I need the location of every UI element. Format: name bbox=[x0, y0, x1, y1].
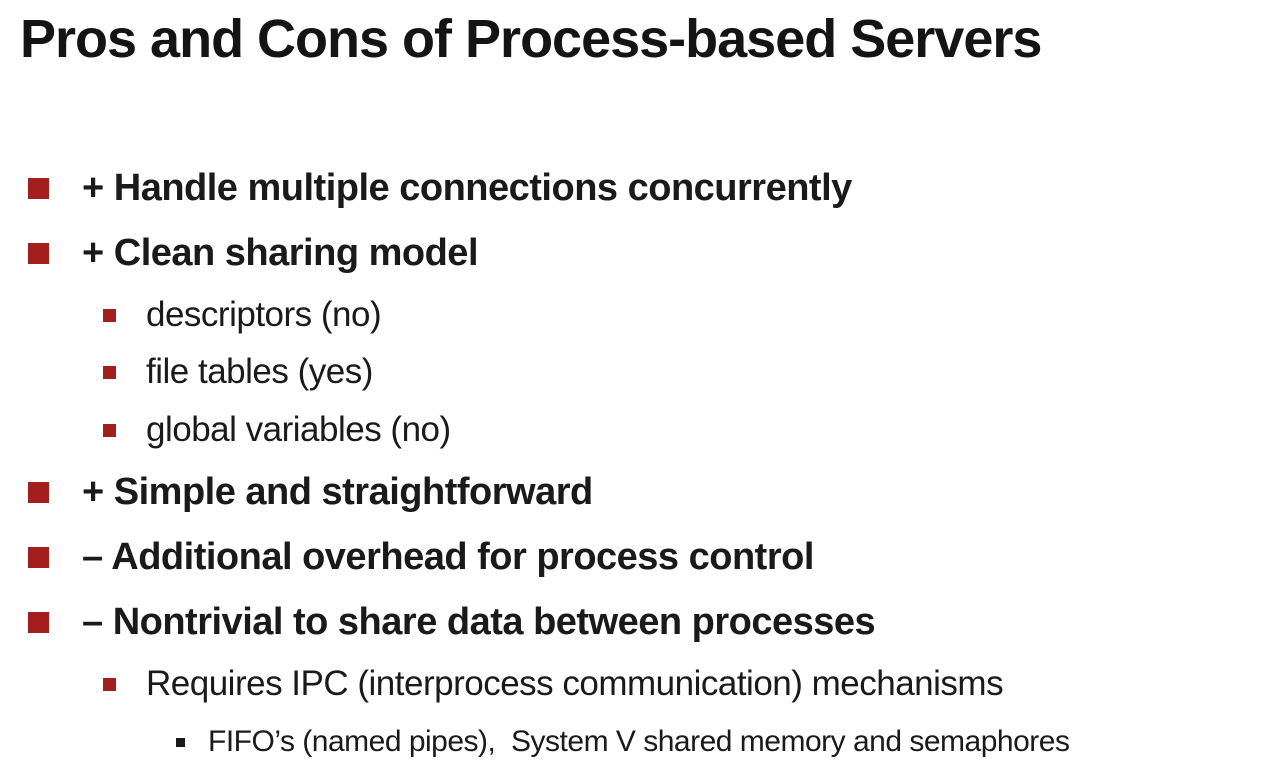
bullet-item: + Handle multiple connections concurrent… bbox=[0, 162, 1280, 214]
sub-bullet-item: descriptors (no) bbox=[0, 291, 1280, 339]
bullet-text: – Additional overhead for process contro… bbox=[82, 535, 814, 578]
bullet-item: + Simple and straightforward bbox=[0, 466, 1280, 518]
sub-bullet-text: file tables (yes) bbox=[146, 352, 373, 391]
bullet-text: + Clean sharing model bbox=[82, 231, 479, 274]
red-square-bullet-icon bbox=[28, 546, 49, 568]
bullet-text: + Handle multiple connections concurrent… bbox=[82, 166, 852, 209]
bullet-text: – Nontrivial to share data between proce… bbox=[82, 600, 876, 643]
sub-bullet-item: Requires IPC (interprocess communication… bbox=[0, 660, 1280, 708]
red-square-bullet-icon bbox=[28, 177, 49, 199]
red-square-bullet-icon bbox=[103, 308, 116, 322]
sub-sub-bullet-text: FIFO’s (named pipes), System V shared me… bbox=[208, 725, 1070, 758]
bullet-text: + Simple and straightforward bbox=[82, 470, 593, 513]
sub-bullet-text: global variables (no) bbox=[146, 410, 451, 449]
red-square-bullet-icon bbox=[103, 423, 116, 437]
red-square-bullet-icon bbox=[103, 677, 116, 691]
sub-bullet-text: Requires IPC (interprocess communication… bbox=[146, 664, 1004, 703]
bullet-item: – Nontrivial to share data between proce… bbox=[0, 596, 1280, 648]
bullet-item: + Clean sharing model bbox=[0, 227, 1280, 279]
sub-bullet-item: file tables (yes) bbox=[0, 348, 1280, 396]
sub-sub-bullet-item: FIFO’s (named pipes), System V shared me… bbox=[0, 721, 1280, 763]
black-square-bullet-icon bbox=[176, 737, 185, 747]
bullet-item: – Additional overhead for process contro… bbox=[0, 531, 1280, 583]
sub-bullet-text: descriptors (no) bbox=[146, 295, 382, 334]
red-square-bullet-icon bbox=[28, 481, 49, 503]
slide-title: Pros and Cons of Process-based Servers bbox=[20, 9, 1042, 69]
red-square-bullet-icon bbox=[28, 242, 49, 264]
sub-bullet-item: global variables (no) bbox=[0, 406, 1280, 454]
red-square-bullet-icon bbox=[28, 611, 49, 633]
red-square-bullet-icon bbox=[103, 365, 116, 379]
